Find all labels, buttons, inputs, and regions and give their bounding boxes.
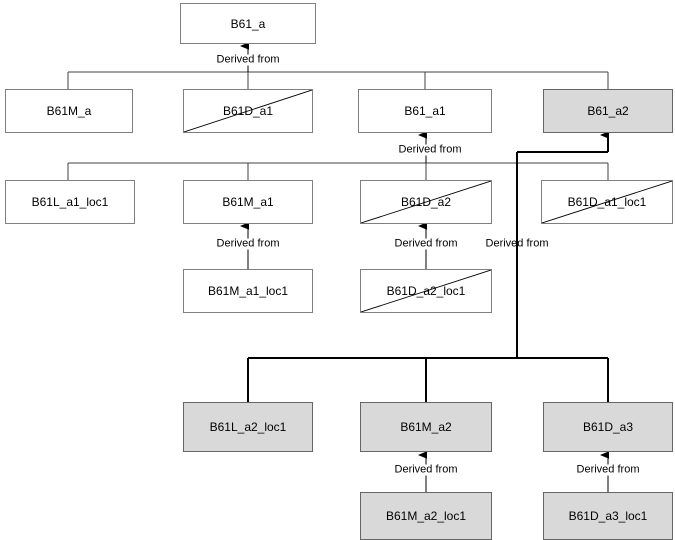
edge-row3-to-b61a1 bbox=[67, 131, 609, 180]
edge-label-b61d-a2-loc1: Derived from bbox=[393, 237, 459, 250]
node-label: B61D_a3_loc1 bbox=[568, 509, 648, 523]
edge-label-bottom-to-b61a2: Derived from bbox=[485, 237, 549, 250]
node-label: B61D_a3 bbox=[582, 420, 634, 434]
node-label: B61D_a1 bbox=[222, 104, 274, 118]
node-b61-a1[interactable]: B61_a1 bbox=[358, 89, 492, 133]
edge-label-b61m-a1-loc1: Derived from bbox=[215, 237, 281, 250]
node-label: B61_a1 bbox=[404, 104, 446, 118]
node-b61d-a2[interactable]: B61D_a2 bbox=[360, 180, 492, 224]
node-label: B61D_a1_loc1 bbox=[567, 195, 647, 209]
node-b61d-a1[interactable]: B61D_a1 bbox=[183, 89, 313, 133]
node-label: B61M_a2 bbox=[400, 420, 452, 434]
node-label: B61L_a2_loc1 bbox=[209, 420, 287, 434]
node-b61d-a2-loc1[interactable]: B61D_a2_loc1 bbox=[360, 269, 492, 313]
node-label: B61_a2 bbox=[587, 104, 629, 118]
node-b61m-a1-loc1[interactable]: B61M_a1_loc1 bbox=[183, 269, 313, 313]
node-b61l-a2-loc1[interactable]: B61L_a2_loc1 bbox=[183, 402, 313, 452]
node-b61-a2[interactable]: B61_a2 bbox=[543, 89, 673, 133]
node-label: B61_a bbox=[230, 16, 266, 31]
node-b61d-a3-loc1[interactable]: B61D_a3_loc1 bbox=[543, 492, 673, 540]
node-label: B61L_a1_loc1 bbox=[31, 195, 109, 209]
edge-label-b61m-a2-loc1: Derived from bbox=[393, 463, 459, 476]
edge-label-row3-to-b61a1: Derived from bbox=[397, 143, 463, 156]
edge-row2-to-b61a bbox=[67, 42, 609, 89]
node-b61m-a2-loc1[interactable]: B61M_a2_loc1 bbox=[360, 492, 492, 540]
edge-label-row2-to-b61a: Derived from bbox=[215, 53, 281, 66]
node-b61d-a1-loc1[interactable]: B61D_a1_loc1 bbox=[541, 180, 673, 224]
node-label: B61M_a bbox=[46, 104, 92, 118]
node-b61-a[interactable]: B61_a bbox=[180, 3, 316, 44]
node-b61m-a1[interactable]: B61M_a1 bbox=[183, 180, 313, 224]
node-label: B61M_a1_loc1 bbox=[207, 284, 289, 298]
node-b61m-a2[interactable]: B61M_a2 bbox=[360, 402, 492, 452]
node-b61d-a3[interactable]: B61D_a3 bbox=[543, 402, 673, 452]
node-label: B61D_a2_loc1 bbox=[386, 284, 466, 298]
edge-label-b61d-a3-loc1: Derived from bbox=[575, 463, 641, 476]
node-b61l-a1-loc1[interactable]: B61L_a1_loc1 bbox=[5, 180, 135, 224]
node-label: B61M_a1 bbox=[222, 195, 274, 209]
node-label: B61D_a2 bbox=[400, 195, 452, 209]
node-label: B61M_a2_loc1 bbox=[385, 509, 467, 523]
node-b61m-a[interactable]: B61M_a bbox=[5, 89, 133, 133]
